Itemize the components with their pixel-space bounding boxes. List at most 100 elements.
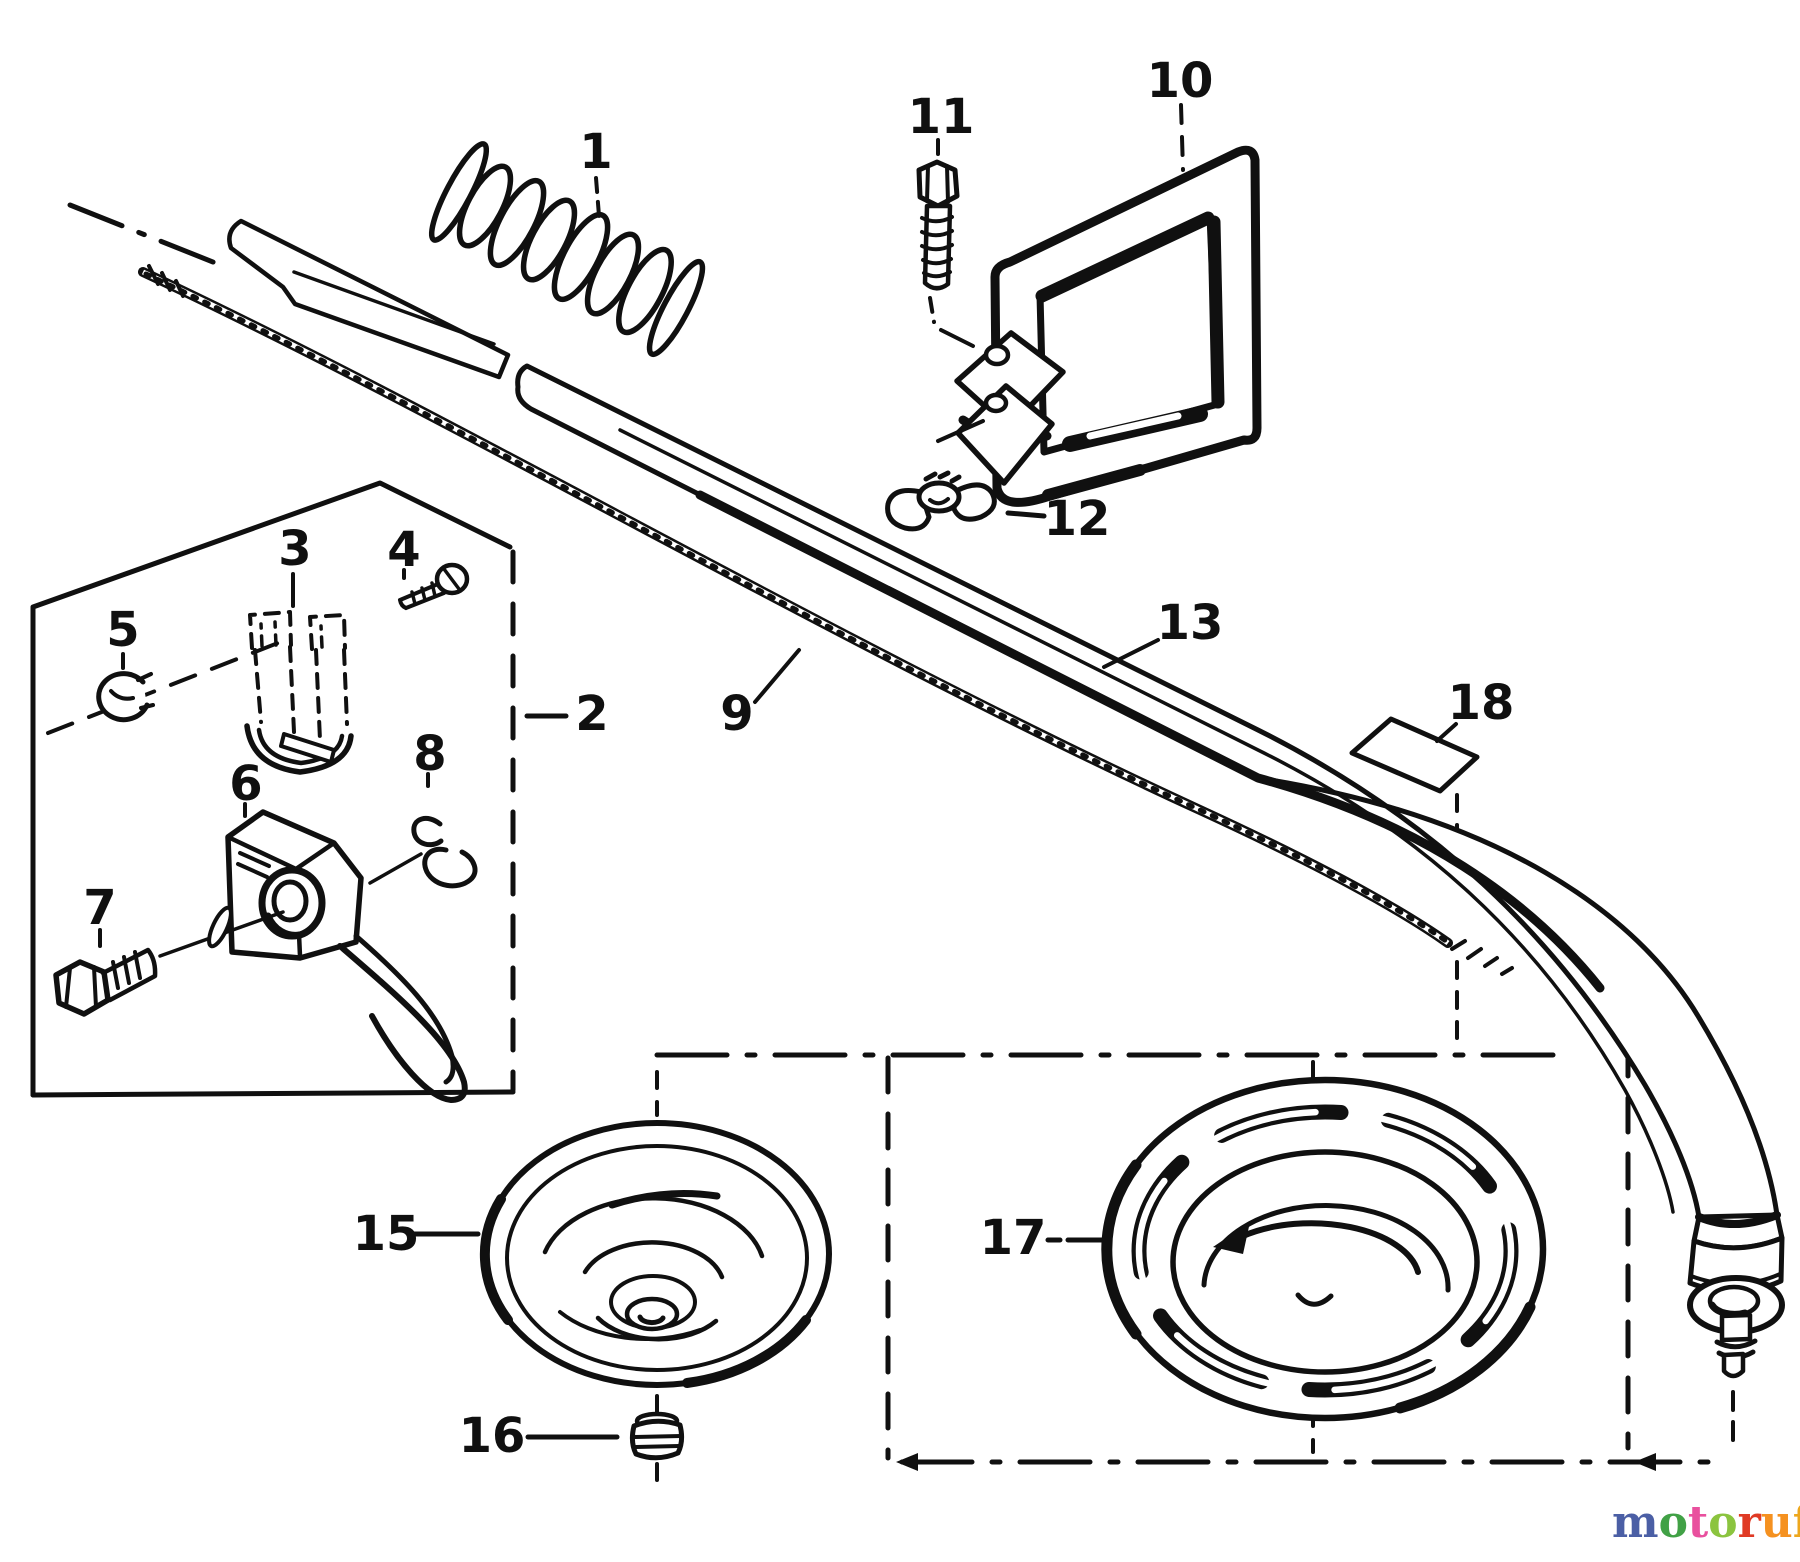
shaft-inner-highlight — [618, 428, 1675, 1214]
handle-bolt — [916, 159, 960, 291]
clamp-hole-bottom — [983, 392, 1009, 414]
clamp-hole-top — [983, 343, 1011, 367]
head15-inner-rim — [505, 1144, 809, 1372]
flexible-drive-cable — [138, 264, 1514, 976]
label-part-2: 2 — [524, 686, 609, 742]
clip8-lower-lobe — [422, 846, 478, 889]
leader-13 — [1102, 638, 1160, 669]
hanger-bracket — [244, 610, 354, 775]
bolt7-threads — [111, 950, 142, 990]
box2-solid-edges — [30, 480, 513, 1098]
rotation-arrow-head — [1213, 1222, 1250, 1254]
bolt11-shank — [922, 203, 953, 291]
grip-flange-right — [646, 258, 706, 358]
part-number-12: 12 — [1044, 491, 1111, 547]
hanger-housing — [225, 809, 468, 1103]
label-part-11: 11 — [908, 89, 985, 443]
part-number-8: 8 — [413, 726, 446, 782]
shaft-bottom-shadow — [695, 490, 1605, 993]
leader-11-dashes — [928, 138, 940, 324]
housing-slot — [236, 851, 271, 879]
fitting-stub — [1719, 1312, 1753, 1343]
watermark-text: motoruf.de — [1612, 1497, 1800, 1548]
leader-9 — [753, 648, 801, 704]
leader-18 — [1435, 722, 1458, 743]
gearhead-fitting — [1687, 1211, 1785, 1379]
label-part-7: 7 — [83, 880, 117, 948]
clip-nut — [46, 639, 285, 735]
part-number-11: 11 — [908, 89, 975, 145]
cable-tip-left-hatch — [147, 264, 185, 298]
housing-hook-outer — [337, 943, 468, 1103]
label-part-17: 17 — [980, 1210, 1105, 1266]
head17-rim-slot-inner — [1135, 1108, 1515, 1394]
part-number-13: 13 — [1157, 595, 1224, 651]
clip8-leader-line — [368, 852, 423, 885]
cable-tip-right-hatch — [1450, 939, 1514, 976]
leader-1 — [594, 176, 601, 218]
shaft-tube — [227, 218, 1780, 1220]
fitting-tip — [1721, 1351, 1746, 1379]
label-part-4: 4 — [387, 522, 421, 580]
centerline-top-left — [67, 202, 231, 271]
hanger-screw — [398, 562, 470, 610]
head15-shadow — [479, 1194, 811, 1388]
part-number-10: 10 — [1147, 53, 1214, 109]
loop-handle-bottom-slot — [1086, 412, 1182, 440]
label-part-9: 9 — [720, 648, 801, 742]
screw4-threads — [410, 581, 437, 606]
part-number-16: 16 — [459, 1408, 526, 1464]
part-number-1: 1 — [579, 124, 612, 180]
assembly-direction-arrow-left — [896, 1453, 918, 1471]
head17-shadow — [1101, 1159, 1536, 1414]
loop-handle-assembly — [954, 145, 1262, 507]
label-part-1: 1 — [579, 124, 613, 218]
head-assembly-boundary-box — [654, 793, 1720, 1471]
label-part-12: 12 — [1005, 491, 1111, 547]
part-number-5: 5 — [106, 602, 139, 658]
bracket-top-tabs — [248, 610, 347, 651]
part-number-9: 9 — [720, 686, 753, 742]
label-part-13: 13 — [1102, 595, 1224, 669]
assembly-direction-arrow-right — [1634, 1453, 1656, 1471]
lock-nut-body — [629, 1418, 685, 1461]
bracket-slot — [279, 732, 336, 764]
part-number-3: 3 — [278, 521, 311, 577]
shaft-upper-highlight — [292, 270, 496, 346]
wing-nut — [885, 470, 997, 532]
wm-letter-f: f — [1793, 1497, 1800, 1548]
bracket-saddle-inner — [256, 727, 345, 766]
leader-10 — [1179, 103, 1185, 172]
part-number-17: 17 — [980, 1210, 1047, 1266]
leader-11-lines — [936, 328, 985, 443]
watermark: motoruf.de — [1612, 1497, 1800, 1548]
clip8-upper-lobe — [411, 815, 444, 848]
boss-shadow — [264, 912, 304, 939]
rotation-arrow-arc — [1240, 1220, 1421, 1275]
bolt7-hex-head — [53, 959, 111, 1017]
wm-letter-r: r — [1738, 1497, 1762, 1548]
bracket-dashed-sides — [253, 645, 349, 742]
head15-hub-hole — [637, 1314, 666, 1326]
label-part-18: 18 — [1435, 675, 1514, 743]
part-labels: 1 2 3 4 5 6 7 8 — [83, 53, 1514, 1464]
retainer-clip — [368, 815, 478, 889]
cable-braid-texture — [143, 271, 1449, 944]
wm-letter-u: u — [1761, 1497, 1793, 1548]
label-part-6: 6 — [229, 756, 263, 818]
lock-nut — [629, 1411, 685, 1461]
head15-hub — [624, 1296, 680, 1332]
label-part-5: 5 — [106, 602, 140, 670]
handle-post-dark — [1042, 464, 1146, 501]
trimmer-head-cover — [479, 1120, 832, 1388]
part-number-7: 7 — [83, 880, 116, 936]
housing-hook-inner — [353, 933, 456, 1085]
part-number-15: 15 — [353, 1206, 420, 1262]
wm-letter-m: m — [1612, 1497, 1659, 1548]
decal-parallelogram — [1349, 716, 1480, 794]
trimmer-head-bottom — [1101, 1076, 1547, 1422]
part-number-2: 2 — [575, 686, 608, 742]
grip-handle — [428, 141, 706, 358]
label-part-3: 3 — [278, 521, 312, 608]
